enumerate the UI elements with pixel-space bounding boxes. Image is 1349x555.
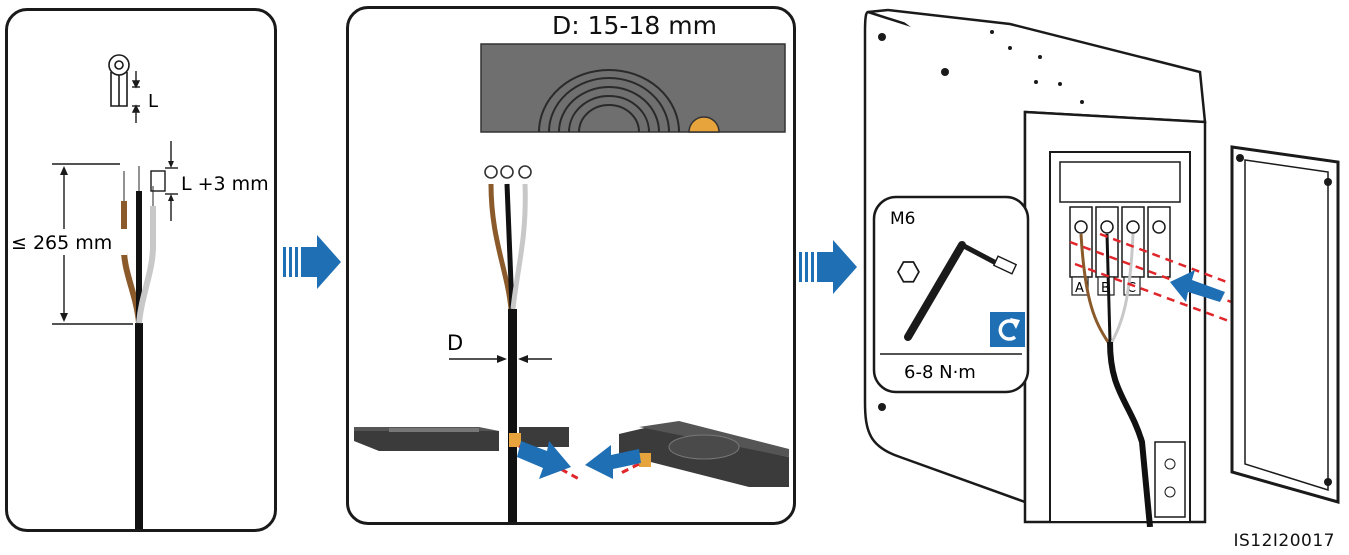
compartment-door bbox=[1230, 145, 1340, 504]
figure-id: IS12I20017 bbox=[1233, 531, 1335, 551]
cable-jacket bbox=[135, 323, 143, 529]
seal-fitting-drawing: D bbox=[354, 43, 789, 522]
strip-length-box bbox=[150, 170, 166, 192]
wire-grey bbox=[136, 206, 157, 324]
seal-half-left bbox=[354, 427, 569, 451]
wire-grey bbox=[1110, 233, 1135, 343]
rotate-clockwise-icon bbox=[990, 312, 1025, 347]
seal-rings bbox=[538, 69, 680, 133]
terminal-label-c: C bbox=[1127, 281, 1136, 296]
diameter-label: D bbox=[447, 331, 463, 355]
seal-insert-right bbox=[639, 453, 651, 467]
device-wiring-drawing: A B C M6 6-8 N·m bbox=[863, 8, 1340, 527]
seal-half-right bbox=[619, 421, 789, 487]
wire-grey bbox=[510, 183, 528, 310]
lug-length-dimension bbox=[131, 71, 141, 123]
terminal-label-b: B bbox=[1101, 281, 1110, 296]
torque-callout bbox=[872, 195, 1030, 394]
next-step-arrow-icon bbox=[799, 240, 857, 294]
strip-length-label: L +3 mm bbox=[181, 173, 269, 195]
insert-arrow-left-icon bbox=[517, 441, 571, 479]
wire-black bbox=[504, 183, 515, 310]
cable-jacket bbox=[1107, 341, 1153, 527]
bolt-size-label: M6 bbox=[890, 209, 915, 229]
panel-seal-fitting: D: 15-18 mm D bbox=[346, 6, 796, 525]
lug-length-label: L bbox=[148, 91, 158, 112]
insert-arrow-right-icon bbox=[585, 445, 641, 479]
cable-gland-plate bbox=[480, 43, 786, 133]
insert-arrow-icon bbox=[1170, 270, 1225, 302]
alignment-line-right bbox=[618, 462, 640, 476]
cable-jacket bbox=[508, 309, 517, 522]
gland-hole-marker bbox=[688, 116, 720, 133]
cable-gland bbox=[1154, 441, 1186, 518]
next-step-arrow-icon bbox=[283, 235, 341, 289]
hex-bolt-icon bbox=[896, 261, 920, 283]
diameter-range-label: D: 15-18 mm bbox=[552, 11, 717, 40]
terminal-block bbox=[1069, 206, 1171, 278]
torque-label: 6-8 N·m bbox=[904, 362, 976, 383]
ring-lug-icon bbox=[108, 54, 130, 107]
max-length-label: ≤ 265 mm bbox=[11, 232, 112, 254]
wrench-icon bbox=[904, 241, 1018, 341]
strip-cable-drawing: L L +3 mm ≤ 265 mm bbox=[9, 54, 269, 529]
wire-black bbox=[1105, 233, 1112, 343]
seal-insert-left bbox=[509, 433, 521, 447]
wire-brown bbox=[1079, 233, 1110, 343]
panel-strip-cable: L L +3 mm ≤ 265 mm bbox=[5, 8, 277, 532]
terminal-label-a: A bbox=[1075, 281, 1084, 296]
enclosure-vents bbox=[990, 30, 1084, 104]
